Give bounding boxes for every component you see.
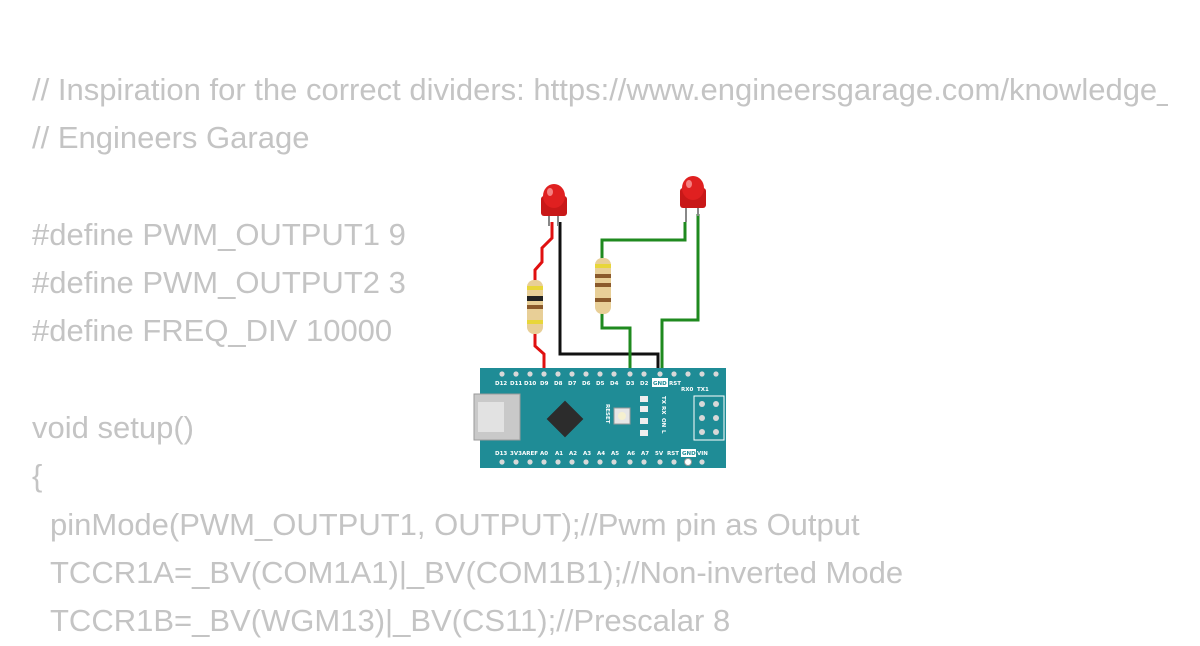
code-editor: // Inspiration for the correct dividers:… [32, 66, 1168, 646]
code-line: #define FREQ_DIV 10000 [32, 313, 393, 349]
svg-text:A6: A6 [627, 451, 635, 457]
code-line: { [32, 458, 43, 494]
top-pin-labels: D12 D11 D10 D9 D8 D7 D6 D5 D4 D3 D2 GND … [495, 378, 681, 387]
wire-green-1 [600, 222, 687, 262]
svg-text:A1: A1 [555, 451, 563, 457]
wire-red-top [533, 222, 554, 282]
svg-text:A2: A2 [569, 451, 577, 457]
top-header [499, 371, 719, 377]
arduino-nano[interactable]: RESET TX RX ON L RX0 TX1 D12 D11 [473, 368, 726, 468]
code-line: pinMode(PWM_OUTPUT1, OUTPUT);//Pwm pin a… [50, 506, 860, 542]
code-line: #define PWM_OUTPUT2 3 [32, 265, 406, 301]
led-label-l: L [660, 430, 666, 434]
svg-text:A5: A5 [611, 451, 619, 457]
svg-text:D2: D2 [640, 381, 649, 387]
icsp-header [693, 395, 725, 441]
svg-text:5V: 5V [655, 451, 664, 457]
code-line: TCCR1A=_BV(COM1A1)|_BV(COM1B1);//Non-inv… [50, 554, 904, 590]
svg-text:D7: D7 [568, 381, 577, 387]
svg-text:D10: D10 [524, 381, 536, 387]
svg-text:D11: D11 [510, 381, 522, 387]
svg-text:D9: D9 [540, 381, 549, 387]
led-2[interactable] [680, 176, 706, 222]
svg-text:D3: D3 [626, 381, 635, 387]
svg-text:A0: A0 [540, 451, 548, 457]
bottom-pin-labels: D13 3V3 AREF A0 A1 A2 A3 A4 A5 A6 A7 5V … [495, 449, 708, 457]
svg-text:VIN: VIN [697, 451, 708, 457]
resistor-2[interactable] [595, 258, 611, 314]
code-line: // Inspiration for the correct dividers:… [32, 72, 1168, 107]
led-label-rx: RX [660, 406, 666, 415]
svg-text:A3: A3 [583, 451, 591, 457]
wire-green-3 [660, 214, 700, 374]
svg-text:D5: D5 [596, 381, 605, 387]
code-line: #define PWM_OUTPUT1 9 [32, 216, 406, 252]
svg-text:A7: A7 [641, 451, 649, 457]
wires [533, 214, 700, 374]
svg-text:D13: D13 [495, 451, 507, 457]
svg-text:D4: D4 [610, 381, 619, 387]
code-line: void setup() [32, 410, 194, 446]
serial-label-tx1: TX1 [697, 387, 709, 393]
svg-text:A4: A4 [597, 451, 605, 457]
svg-text:RST: RST [669, 381, 681, 387]
svg-text:3V3: 3V3 [510, 451, 522, 457]
led-1[interactable] [541, 184, 567, 226]
svg-text:GND: GND [682, 451, 696, 457]
serial-label-rx0: RX0 [681, 387, 693, 393]
wire-green-2 [600, 312, 632, 374]
wire-red-bottom [533, 332, 546, 374]
svg-text:D6: D6 [582, 381, 591, 387]
svg-text:GND: GND [653, 381, 667, 387]
led-label-tx: TX [660, 396, 666, 405]
microcontroller-chip [546, 400, 584, 438]
svg-text:D8: D8 [554, 381, 563, 387]
led-label-on: ON [660, 418, 666, 428]
svg-text:AREF: AREF [522, 451, 538, 457]
svg-text:D12: D12 [495, 381, 507, 387]
reset-label: RESET [604, 404, 610, 424]
wire-black [558, 222, 660, 374]
circuit-diagram: RESET TX RX ON L RX0 TX1 D12 D11 [473, 176, 726, 468]
code-line: // Engineers Garage [32, 120, 310, 156]
svg-text:RST: RST [667, 451, 679, 457]
bottom-header [499, 458, 705, 466]
resistor-1[interactable] [527, 280, 543, 334]
